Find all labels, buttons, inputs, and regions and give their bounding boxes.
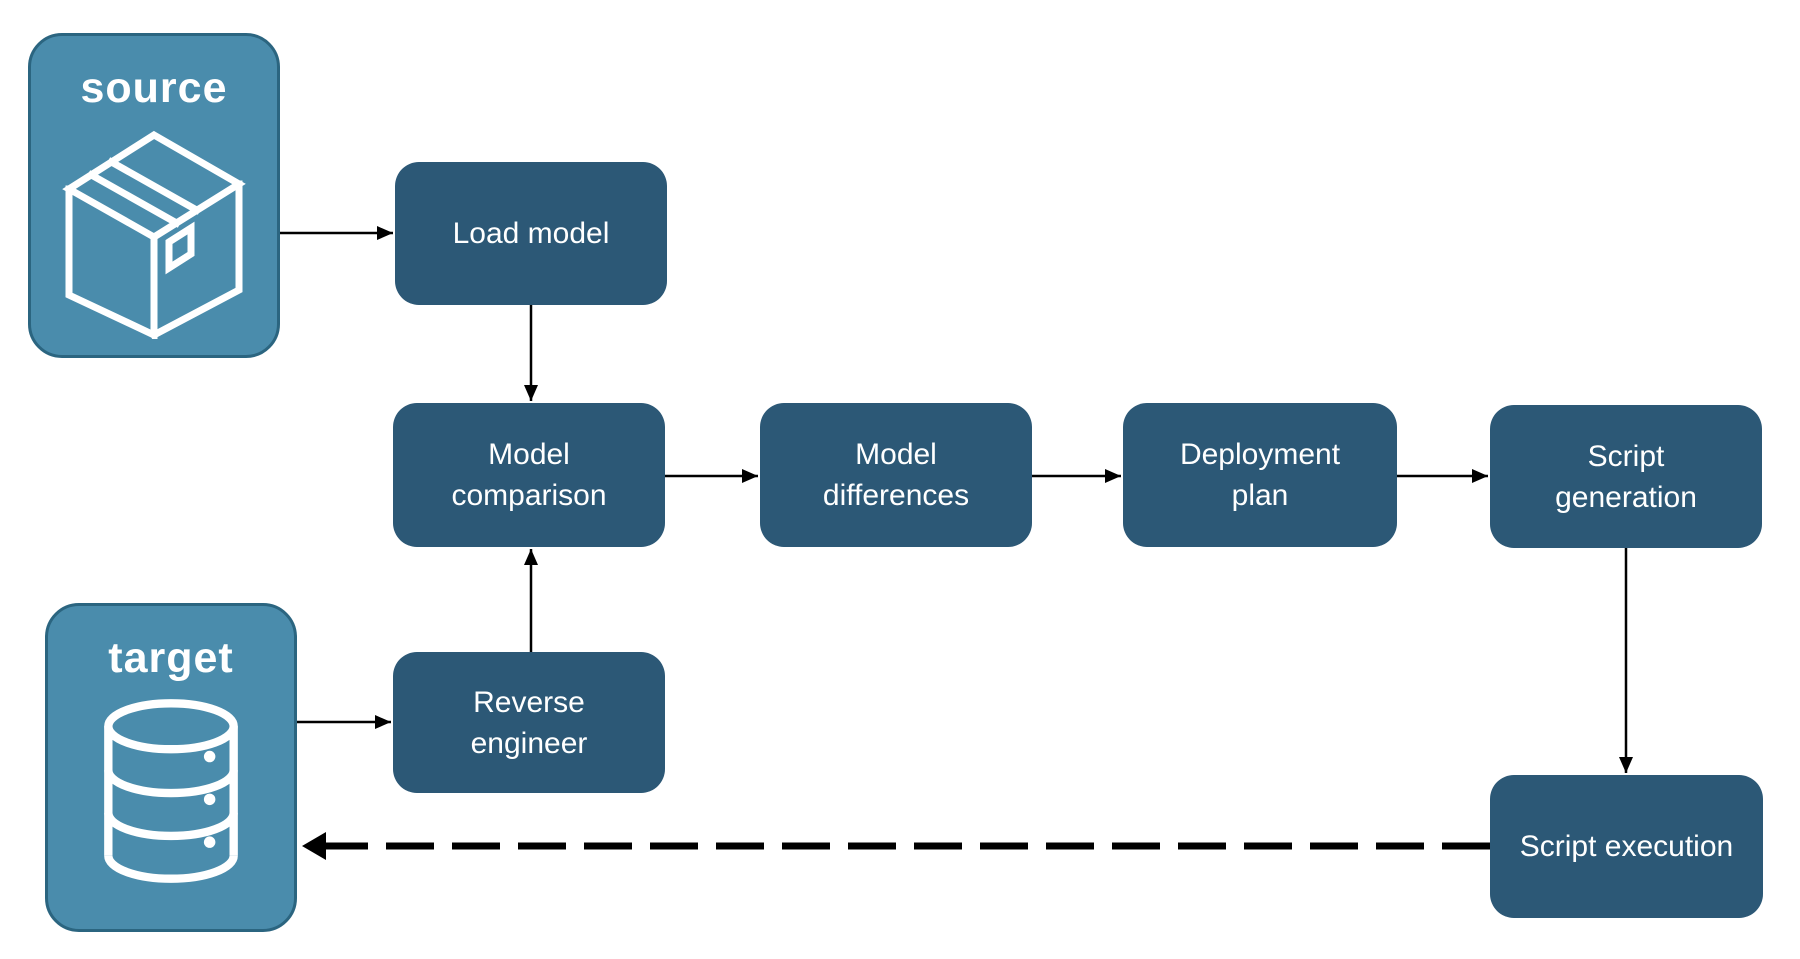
endpoint-source-label: source bbox=[80, 64, 228, 112]
node-deployment-plan[interactable]: Deployment plan bbox=[1123, 403, 1397, 547]
endpoint-target-label: target bbox=[108, 634, 234, 682]
endpoint-source[interactable]: source bbox=[28, 33, 280, 358]
node-deployment-plan-label: Deployment plan bbox=[1179, 438, 1341, 512]
package-icon bbox=[62, 130, 246, 339]
node-model-differences[interactable]: Model differences bbox=[760, 403, 1032, 547]
node-script-generation-label: Script generation bbox=[1555, 439, 1697, 514]
node-script-generation[interactable]: Script generation bbox=[1490, 405, 1762, 548]
node-model-comparison[interactable]: Model comparison bbox=[393, 403, 665, 547]
endpoint-target[interactable]: target bbox=[45, 603, 297, 932]
node-model-differences-label: Model differences bbox=[822, 438, 970, 512]
node-model-comparison-label: Model comparison bbox=[451, 438, 607, 512]
node-script-execution-label: Script execution bbox=[1519, 830, 1734, 863]
node-script-execution[interactable]: Script execution bbox=[1490, 775, 1763, 918]
node-load-model-label: Load model bbox=[452, 217, 610, 250]
node-load-model[interactable]: Load model bbox=[395, 162, 667, 305]
node-reverse-engineer-label: Reverse engineer bbox=[470, 685, 588, 760]
database-icon bbox=[104, 699, 238, 883]
node-reverse-engineer[interactable]: Reverse engineer bbox=[393, 652, 665, 793]
